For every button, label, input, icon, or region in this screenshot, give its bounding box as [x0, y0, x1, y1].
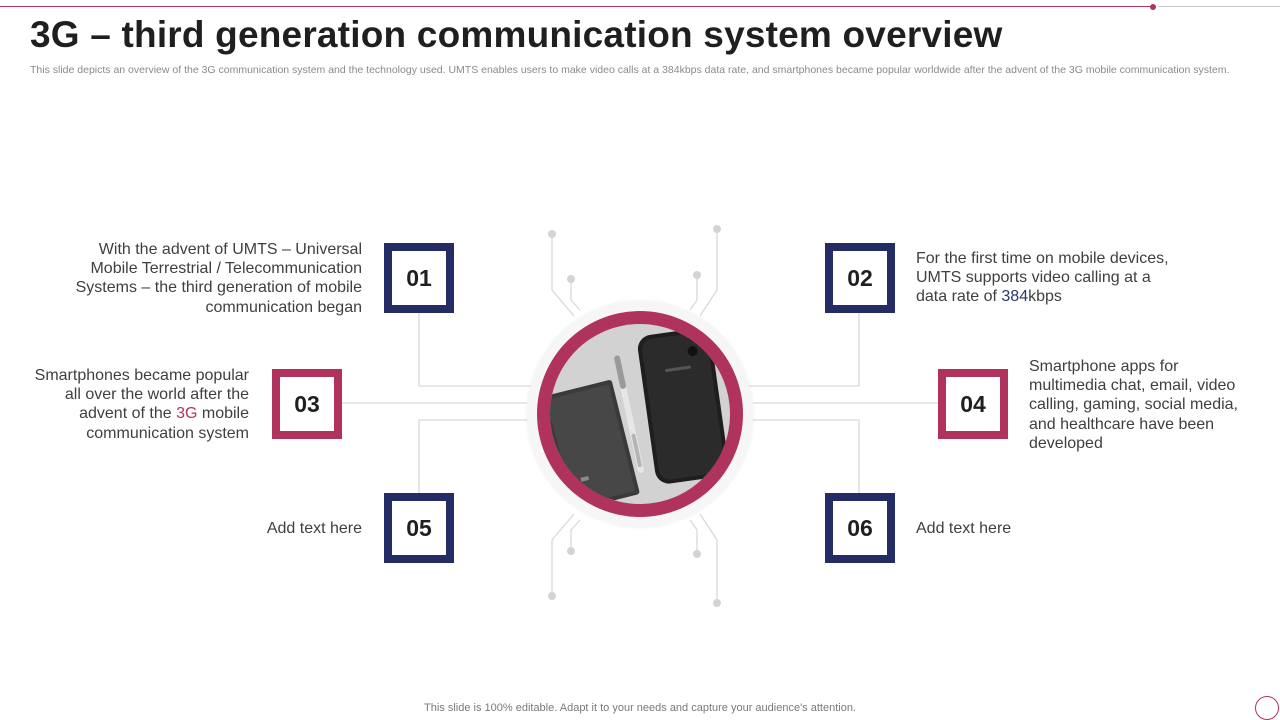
page-subtitle: This slide depicts an overview of the 3G…: [30, 64, 1230, 76]
step-text-01: With the advent of UMTS – Universal Mobi…: [75, 241, 362, 316]
highlight-3g: 3G: [176, 405, 198, 423]
step-badge-05: 05: [384, 493, 454, 563]
step-badge-03: 03: [272, 369, 342, 439]
phone-notebook-photo: [550, 324, 730, 504]
step-text-02: For the first time on mobile devices, UM…: [916, 250, 1169, 306]
step-badge-01: 01: [384, 243, 454, 313]
step-badge-04: 04: [938, 369, 1008, 439]
highlight-384: 384: [1001, 288, 1029, 306]
step-badge-06: 06: [825, 493, 895, 563]
footer-note: This slide is 100% editable. Adapt it to…: [424, 702, 856, 714]
top-gray-line: [1158, 6, 1280, 7]
step-badge-02: 02: [825, 243, 895, 313]
step-text-06: Add text here: [916, 520, 1012, 537]
step-text-05: Add text here: [266, 520, 362, 537]
corner-circle-decoration: [1255, 696, 1279, 720]
step-text-03: Smartphones became popular all over the …: [34, 367, 249, 442]
top-accent-dot: [1150, 4, 1156, 10]
top-accent-line: [0, 6, 1152, 7]
step-text-04: Smartphone apps for multimedia chat, ema…: [1029, 358, 1238, 452]
page-title: 3G – third generation communication syst…: [30, 14, 1003, 55]
